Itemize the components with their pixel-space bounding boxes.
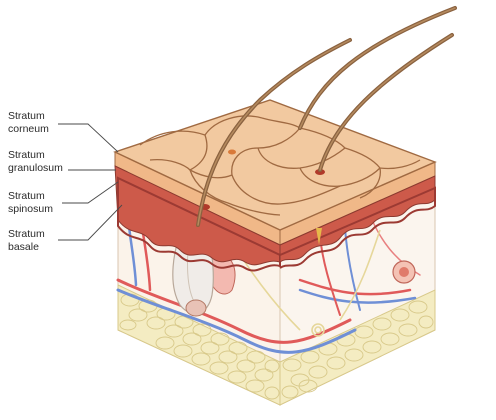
sweat-gland [392,260,416,284]
vein-vessel [116,288,357,354]
hair-shaft [319,34,453,171]
vein-vessel-far [344,227,361,311]
hair-shaft [197,39,351,226]
label-line: basale [8,241,39,253]
artery-vessel [116,278,352,344]
label-stratum-spinosum: Stratum spinosum [8,190,53,216]
label-stratum-basale: Stratum basale [8,228,45,254]
leader-line-basale [58,204,123,241]
label-line: spinosum [8,203,53,215]
hair-shaft [299,7,456,129]
label-line: corneum [8,123,49,135]
leader-line-spinosum [62,181,119,204]
label-line: Stratum [8,228,45,240]
label-line: granulosum [8,162,63,174]
leader-line-corneum [58,123,119,153]
label-line: Stratum [8,190,45,202]
vein-vessel-right [298,288,417,304]
fat-layer-front [117,284,281,406]
label-stratum-granulosum: Stratum granulosum [8,149,63,175]
artery-vessel-right [298,278,412,296]
hair-shafts [196,6,457,227]
label-stratum-corneum: Stratum corneum [8,110,49,136]
label-line: Stratum [8,110,45,122]
hair-shaft [298,6,457,130]
leader-lines [58,123,123,241]
label-line: Stratum [8,149,45,161]
